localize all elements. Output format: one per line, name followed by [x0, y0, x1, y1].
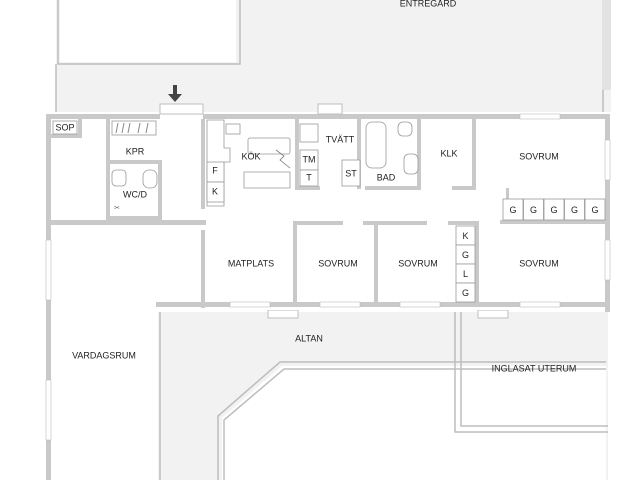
- room-sop: SOP: [55, 122, 74, 132]
- arrow-down-icon: [168, 85, 182, 102]
- storage-col-3-box: [455, 282, 476, 303]
- room-matplats: MATPLATS: [228, 258, 274, 268]
- storage-row-4-label: G: [591, 205, 598, 215]
- room-vardagsrum: VARDAGSRUM: [72, 350, 136, 360]
- terrace-inner-area: [222, 366, 606, 480]
- storage-col-3-label: G: [462, 288, 469, 298]
- storage-col-0-label: K: [462, 231, 468, 241]
- room-sovrum-mid-right: SOVRUM: [519, 258, 559, 268]
- storage-row-1-box: [523, 198, 544, 221]
- room-sovrum-mid-center: SOVRUM: [398, 258, 438, 268]
- storage-row-2-box: [543, 198, 565, 221]
- room-bad: BAD: [377, 172, 396, 182]
- room-wcd: WC/D: [123, 189, 147, 199]
- room-inglasat-uterum: INGLASAT UTERUM: [492, 363, 577, 373]
- room-kpr: KPR: [126, 146, 145, 156]
- kitchen-fridge-mark: F: [212, 165, 218, 175]
- svg-text:✂: ✂: [114, 205, 120, 212]
- storage-row-1-label: G: [530, 205, 537, 215]
- terrace-inner-outline: [217, 361, 606, 480]
- room-st: ST: [345, 168, 357, 178]
- storage-row-2-label: G: [550, 205, 557, 215]
- room-entregard: ENTREGÅRD: [400, 0, 457, 8]
- sink-icon: [142, 169, 158, 189]
- room-sovrum-top-right: SOVRUM: [519, 151, 559, 161]
- storage-row-0-label: G: [509, 205, 516, 215]
- storage-row-0-box: [502, 198, 524, 221]
- room-t: T: [306, 172, 312, 182]
- storage-row-4-box: [584, 198, 606, 221]
- yard-inner-area: [60, 0, 236, 62]
- storage-row-3-label: G: [571, 205, 578, 215]
- storage-col-1-label: G: [462, 250, 469, 260]
- bathtub-icon: [365, 121, 387, 169]
- kitchen-freezer-mark: K: [212, 186, 218, 196]
- room-sovrum-mid-left: SOVRUM: [318, 258, 358, 268]
- storage-col-2-label: L: [463, 269, 468, 279]
- room-altan: ALTAN: [295, 333, 323, 343]
- yard-outline: [57, 0, 241, 65]
- room-kok: KÖK: [241, 151, 260, 161]
- storage-row-3-box: [564, 198, 585, 221]
- room-tm: TM: [303, 154, 316, 164]
- room-tvatt: TVÄTT: [326, 134, 355, 144]
- room-klk: KLK: [440, 148, 457, 158]
- toilet-icon: [111, 169, 127, 187]
